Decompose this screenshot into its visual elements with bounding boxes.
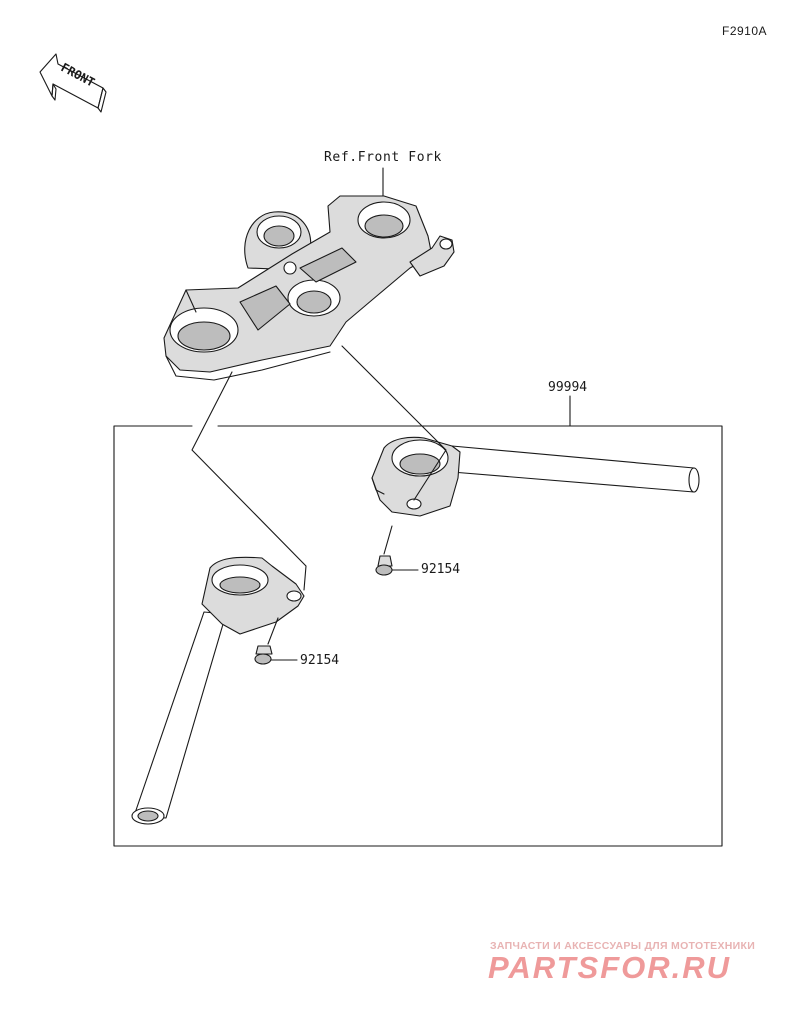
figure-code: F2910A <box>722 24 768 38</box>
front-direction-badge: FRONT <box>39 53 107 113</box>
bolt-left-part-number: 92154 <box>300 653 340 668</box>
kit-outline-box <box>113 395 723 847</box>
ref-front-fork-label: Ref.Front Fork <box>324 150 442 165</box>
left-clip-on-handlebar <box>131 556 305 825</box>
watermark-tagline: ЗАПЧАСТИ И АКСЕССУАРЫ ДЛЯ МОТОТЕХНИКИ <box>490 940 756 952</box>
bolt-right <box>375 525 419 576</box>
watermark-logo: PARTSFOR.RU <box>488 950 732 985</box>
kit-part-number: 99994 <box>548 380 588 395</box>
top-triple-clamp <box>163 167 455 381</box>
bolt-right-part-number: 92154 <box>421 562 461 577</box>
mounting-guide-lines <box>191 345 447 591</box>
bolt-left <box>254 617 298 665</box>
right-clip-on-handlebar <box>371 436 700 517</box>
